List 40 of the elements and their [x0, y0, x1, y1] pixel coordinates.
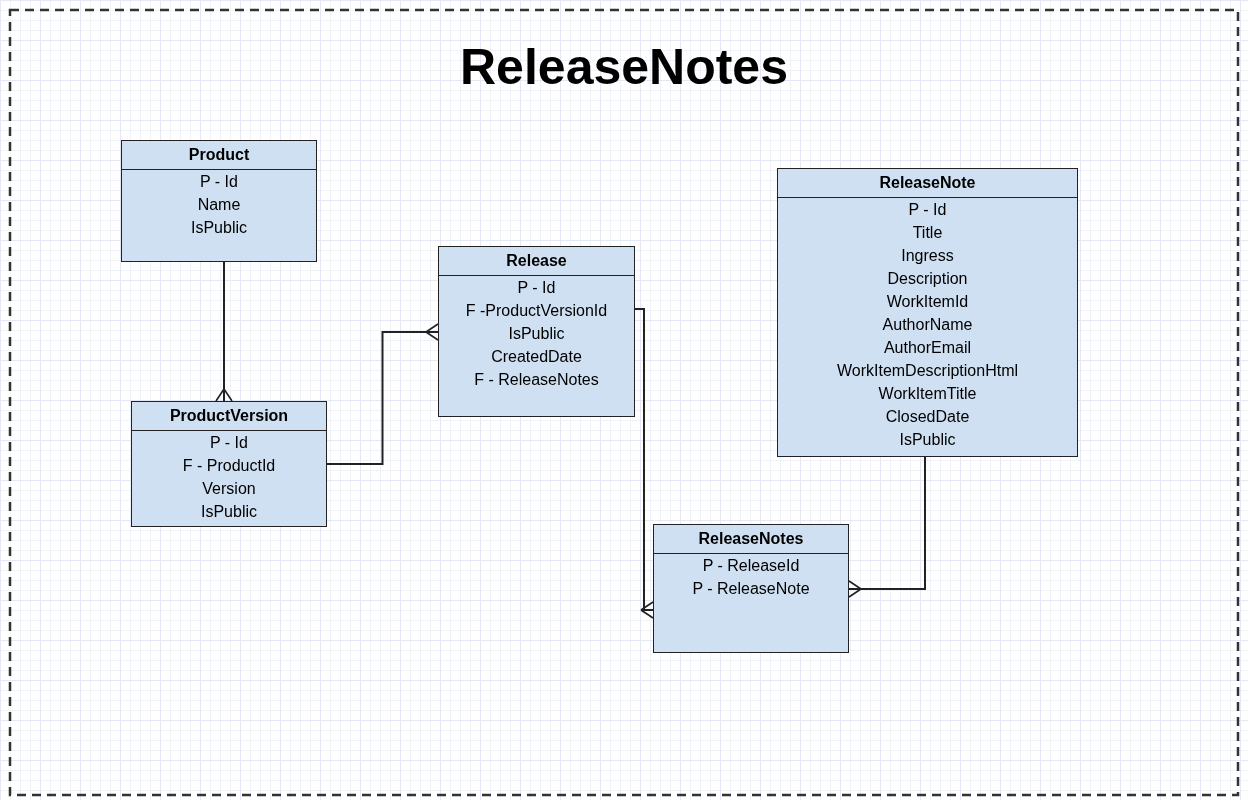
- field-name: F - ReleaseNotes: [474, 370, 599, 390]
- relationship-line: [848, 456, 926, 598]
- field-name: IsPublic: [508, 324, 565, 344]
- entity-table: [438, 246, 635, 417]
- relationship-line: [326, 323, 439, 465]
- field-name: P - ReleaseNote: [692, 579, 810, 599]
- field-name: P - Id: [517, 278, 556, 298]
- table-name: ReleaseNote: [879, 173, 976, 193]
- table-name: Product: [188, 145, 250, 165]
- field-name: Description: [887, 269, 968, 289]
- field-name: WorkItemTitle: [878, 384, 977, 404]
- field-name: CreatedDate: [491, 347, 582, 367]
- field-name: IsPublic: [899, 430, 956, 450]
- field-name: IsPublic: [191, 218, 247, 238]
- field-name: ClosedDate: [885, 407, 970, 427]
- entity-table: [653, 524, 849, 653]
- field-name: AuthorEmail: [883, 338, 972, 358]
- entity-table: [121, 140, 317, 262]
- field-name: P - Id: [200, 172, 238, 192]
- field-name: P - ReleaseId: [702, 556, 800, 576]
- entity-table: [131, 401, 327, 527]
- field-name: WorkItemId: [886, 292, 969, 312]
- table-name: ReleaseNotes: [698, 529, 804, 549]
- diagram-title: ReleaseNotes: [460, 38, 788, 96]
- field-name: WorkItemDescriptionHtml: [836, 361, 1019, 381]
- relationship-line: [215, 261, 233, 402]
- field-name: Version: [202, 479, 256, 499]
- field-name: P - Id: [908, 200, 947, 220]
- field-name: IsPublic: [201, 502, 257, 522]
- field-name: P - Id: [210, 433, 248, 453]
- field-name: F -ProductVersionId: [465, 301, 608, 321]
- field-name: Name: [197, 195, 241, 215]
- entity-table: [777, 168, 1078, 457]
- relationship-line: [634, 308, 654, 619]
- field-name: AuthorName: [882, 315, 973, 335]
- field-name: Title: [912, 223, 943, 243]
- table-name: ProductVersion: [169, 406, 289, 426]
- field-name: Ingress: [901, 246, 954, 266]
- table-name: Release: [506, 251, 567, 271]
- field-name: F - ProductId: [182, 456, 276, 476]
